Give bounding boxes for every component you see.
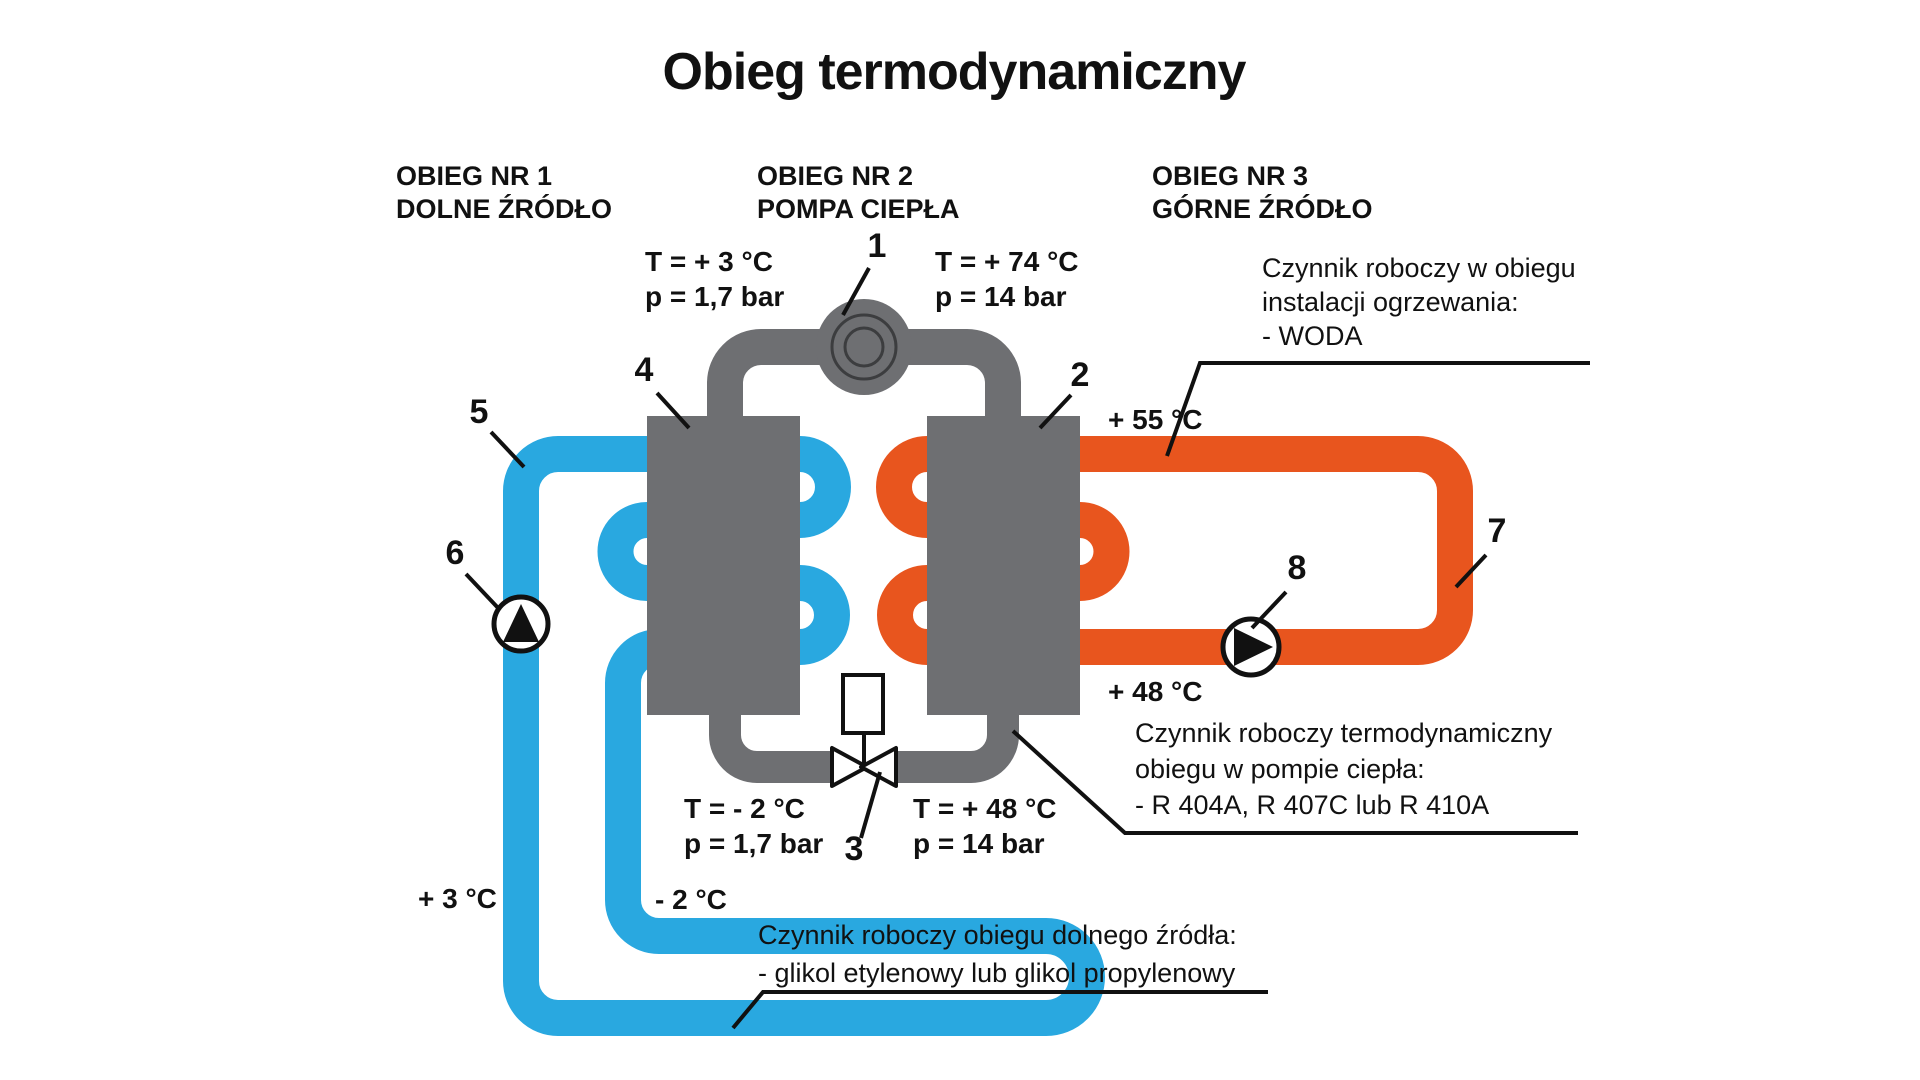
heating-pump-icon bbox=[1220, 616, 1282, 678]
temp-label-source-supply: + 3 °C bbox=[418, 883, 497, 914]
number-label-heating-pump: 8 bbox=[1287, 549, 1307, 587]
temp-label-source-return: - 2 °C bbox=[655, 884, 727, 915]
circuit-3-header-line1: OBIEG NR 3 bbox=[1152, 161, 1309, 191]
compressor-discharge-pipe bbox=[864, 329, 1021, 440]
compressor-ring-inner bbox=[843, 326, 885, 368]
leader-heating-pump bbox=[1250, 590, 1288, 630]
source-pump-icon bbox=[491, 594, 551, 654]
state-label-discharge-t: T = + 74 °C bbox=[935, 246, 1079, 277]
heating-pump-rotor bbox=[1234, 628, 1273, 666]
leader-source-pump bbox=[464, 572, 502, 612]
expansion-valve-icon bbox=[830, 673, 898, 788]
state-label-expansion-outlet-p: p = 1,7 bar bbox=[684, 828, 824, 859]
annotation-heating-medium-line2: instalacji ogrzewania: bbox=[1262, 287, 1519, 317]
evaporator-inlet-pipe bbox=[709, 690, 840, 783]
annotation-brine-line2: - glikol etylenowy lub glikol propylenow… bbox=[758, 958, 1236, 988]
evaporator-block bbox=[647, 416, 800, 715]
condenser-block bbox=[927, 416, 1080, 715]
circuit-1-header-line1: OBIEG NR 1 bbox=[396, 161, 553, 191]
state-label-discharge: T = + 74 °C p = 14 bar bbox=[935, 244, 1079, 314]
state-label-expansion-outlet-t: T = - 2 °C bbox=[684, 793, 805, 824]
number-label-heating-pipe: 7 bbox=[1487, 512, 1507, 550]
circuit-1-header: OBIEG NR 1 DOLNE ŹRÓDŁO bbox=[396, 160, 612, 226]
compressor-ring-outer bbox=[830, 313, 898, 381]
expansion-valve-left-triangle bbox=[830, 746, 869, 788]
leader-heating-pipe bbox=[1454, 553, 1488, 589]
heating-circuit-pipe bbox=[876, 436, 1473, 665]
expansion-valve-actuator bbox=[841, 673, 885, 735]
leader-source-pipe bbox=[489, 430, 526, 469]
annotation-refrigerant-line3: - R 404A, R 407C lub R 410A bbox=[1135, 790, 1490, 820]
annotation-brine-line1: Czynnik roboczy obiegu dolnego źródła: bbox=[758, 920, 1237, 950]
annotation-brine: Czynnik roboczy obiegu dolnego źródła: -… bbox=[758, 916, 1237, 992]
number-label-expansion-valve: 3 bbox=[844, 830, 864, 868]
annotation-refrigerant: Czynnik roboczy termodynamiczny obiegu w… bbox=[1135, 715, 1552, 823]
brine-circuit-pipe bbox=[503, 436, 1105, 1036]
circuit-1-header-line2: DOLNE ŹRÓDŁO bbox=[396, 194, 612, 224]
circuit-2-header: OBIEG NR 2 POMPA CIEPŁA bbox=[757, 160, 960, 226]
compressor-body bbox=[816, 299, 912, 395]
compressor-suction-pipe bbox=[707, 329, 864, 440]
state-label-expansion-outlet: T = - 2 °C p = 1,7 bar bbox=[684, 791, 823, 861]
state-label-suction: T = + 3 °C p = 1,7 bar bbox=[645, 244, 784, 314]
number-label-compressor: 1 bbox=[867, 227, 887, 265]
state-label-suction-t: T = + 3 °C bbox=[645, 246, 773, 277]
leader-evaporator bbox=[655, 391, 691, 430]
state-label-condenser-outlet-t: T = + 48 °C bbox=[913, 793, 1057, 824]
circuit-2-header-line1: OBIEG NR 2 bbox=[757, 161, 914, 191]
circuit-2-header-line2: POMPA CIEPŁA bbox=[757, 194, 960, 224]
page-title: Obieg termodynamiczny bbox=[662, 43, 1247, 101]
number-label-source-pump: 6 bbox=[445, 534, 465, 572]
annotation-refrigerant-line1: Czynnik roboczy termodynamiczny bbox=[1135, 718, 1553, 748]
state-label-condenser-outlet: T = + 48 °C p = 14 bar bbox=[913, 791, 1057, 861]
temp-label-supply: + 55 °C bbox=[1108, 404, 1203, 435]
leader-condenser bbox=[1038, 393, 1073, 430]
annotation-leader-refrigerant bbox=[1011, 729, 1578, 835]
condenser-outlet-pipe bbox=[888, 690, 1019, 783]
annotation-leader-brine bbox=[731, 990, 1268, 1030]
leader-expansion-valve bbox=[859, 771, 882, 839]
annotation-heating-medium: Czynnik roboczy w obiegu instalacji ogrz… bbox=[1262, 251, 1576, 353]
circuit-3-header-line2: GÓRNE ŹRÓDŁO bbox=[1152, 194, 1373, 224]
annotation-heating-medium-line1: Czynnik roboczy w obiegu bbox=[1262, 253, 1576, 283]
number-label-condenser: 2 bbox=[1070, 356, 1090, 394]
annotation-refrigerant-line2: obiegu w pompie ciepła: bbox=[1135, 754, 1425, 784]
source-pump-rotor bbox=[503, 604, 539, 642]
annotation-leader-heating bbox=[1165, 361, 1590, 457]
state-label-discharge-p: p = 14 bar bbox=[935, 281, 1067, 312]
leader-compressor bbox=[841, 267, 871, 316]
compressor-icon bbox=[816, 299, 912, 395]
state-label-condenser-outlet-p: p = 14 bar bbox=[913, 828, 1045, 859]
number-label-source-pipe: 5 bbox=[469, 393, 489, 431]
circuit-3-header: OBIEG NR 3 GÓRNE ŹRÓDŁO bbox=[1152, 160, 1373, 226]
annotation-heating-medium-line3: - WODA bbox=[1262, 321, 1363, 351]
number-label-evaporator: 4 bbox=[634, 351, 654, 389]
state-label-suction-p: p = 1,7 bar bbox=[645, 281, 785, 312]
temp-label-return: + 48 °C bbox=[1108, 676, 1203, 707]
